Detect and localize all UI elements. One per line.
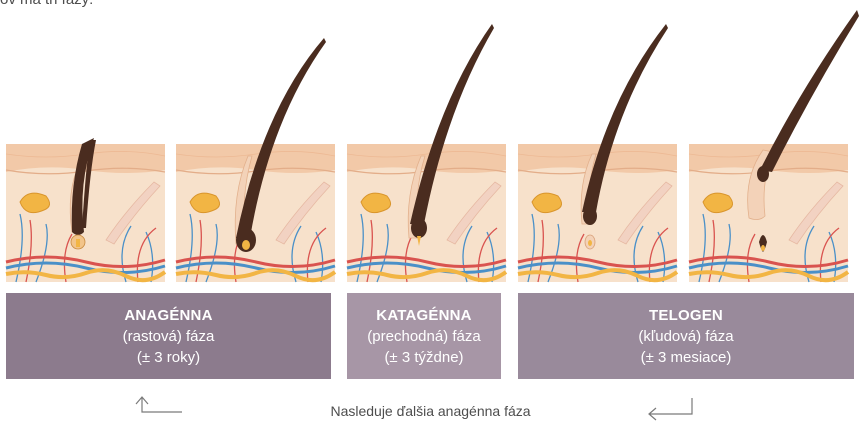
skin-panel-catagen [347, 144, 506, 282]
phase-title-telogen: TELOGEN [649, 305, 723, 326]
phase-duration-catagen: (± 3 týždne) [384, 347, 463, 368]
skin-illustration-2-icon [176, 144, 335, 282]
skin-panel-telogen-early [518, 144, 677, 282]
skin-illustration-5-icon [689, 144, 848, 282]
skin-panel-telogen-late [689, 144, 848, 282]
skin-panel-anagen-early [6, 144, 165, 282]
phase-duration-anagen: (± 3 roky) [137, 347, 200, 368]
phase-title-catagen: KATAGÉNNA [376, 305, 471, 326]
phase-title-anagen: ANAGÉNNA [124, 305, 212, 326]
phase-box-telogen: TELOGEN (kľudová) fáza (± 3 mesiace) [518, 293, 854, 379]
arrow-return-left-icon [646, 396, 698, 422]
phase-subtitle-telogen: (kľudová) fáza [638, 326, 733, 347]
hair-cycle-illustrations [6, 144, 858, 282]
intro-text: ov má tri fázy: [0, 0, 93, 8]
phase-duration-telogen: (± 3 mesiace) [641, 347, 732, 368]
skin-illustration-4-icon [518, 144, 677, 282]
skin-illustration-1-icon [6, 144, 165, 282]
phase-box-catagen: KATAGÉNNA (prechodná) fáza (± 3 týždne) [347, 293, 501, 379]
phase-box-anagen: ANAGÉNNA (rastová) fáza (± 3 roky) [6, 293, 331, 379]
skin-panel-anagen-full [176, 144, 335, 282]
phase-subtitle-anagen: (rastová) fáza [123, 326, 215, 347]
skin-illustration-3-icon [347, 144, 506, 282]
phase-subtitle-catagen: (prechodná) fáza [367, 326, 480, 347]
footer-note: Nasleduje ďalšia anagénna fáza [0, 403, 861, 419]
